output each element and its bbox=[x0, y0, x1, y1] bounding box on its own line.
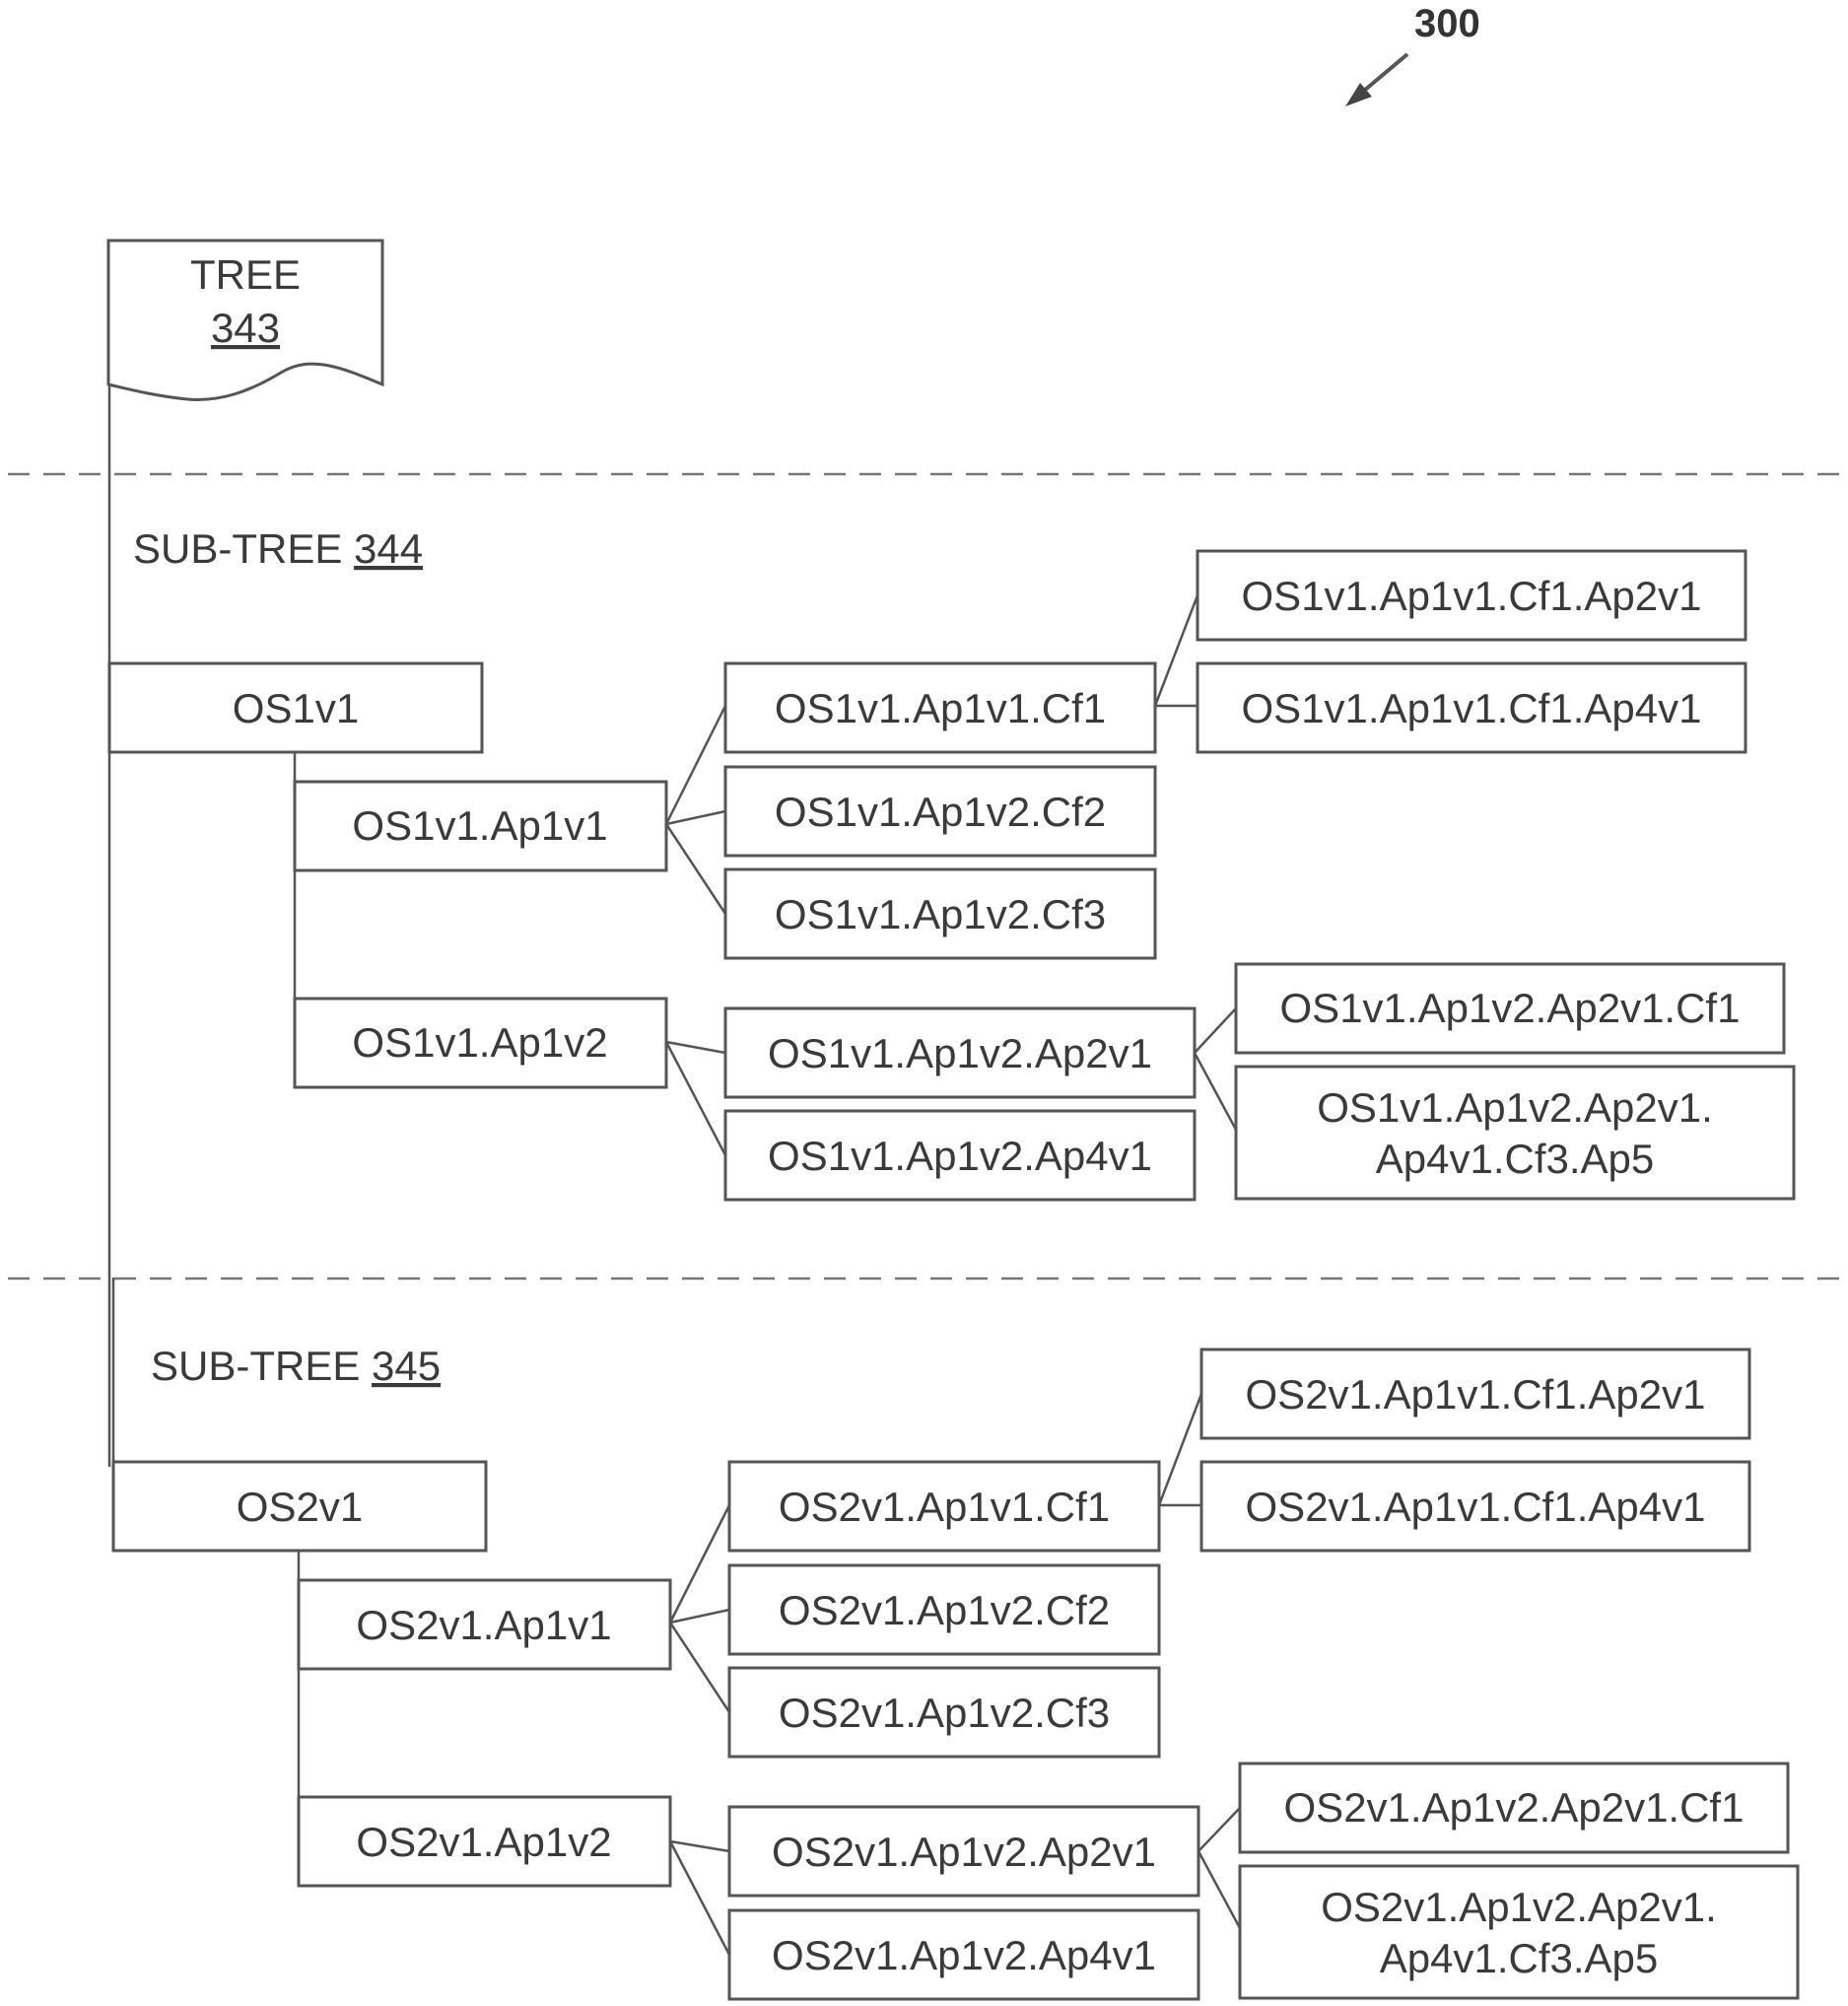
node-os2v1-ap1v2-cf3: OS2v1.Ap1v2.Cf3 bbox=[729, 1668, 1159, 1757]
tree-document-symbol: TREE 343 bbox=[108, 241, 382, 399]
tree-ref: 343 bbox=[211, 305, 280, 351]
svg-text:OS1v1.Ap1v1.Cf1.Ap2v1: OS1v1.Ap1v1.Cf1.Ap2v1 bbox=[1242, 573, 1702, 619]
svg-text:OS1v1: OS1v1 bbox=[233, 685, 359, 731]
svg-text:OS2v1.Ap1v2.Ap2v1: OS2v1.Ap1v2.Ap2v1 bbox=[772, 1829, 1156, 1875]
node-os2v1: OS2v1 bbox=[113, 1462, 486, 1551]
node-os2v1-ap1v1-cf1-ap2v1: OS2v1.Ap1v1.Cf1.Ap2v1 bbox=[1201, 1349, 1749, 1438]
subtree-label: SUB-TREE bbox=[133, 525, 342, 572]
node-os1v1-ap1v2-ap4v1: OS1v1.Ap1v2.Ap4v1 bbox=[725, 1111, 1195, 1200]
node-os1v1-ap1v1-cf1-ap4v1: OS1v1.Ap1v1.Cf1.Ap4v1 bbox=[1198, 663, 1745, 752]
node-os1v1-ap1v2-ap2v1: OS1v1.Ap1v2.Ap2v1 bbox=[725, 1008, 1195, 1097]
subtree-ref: 344 bbox=[354, 525, 423, 572]
node-os1v1-ap1v2: OS1v1.Ap1v2 bbox=[295, 999, 666, 1087]
svg-text:OS1v1.Ap1v2: OS1v1.Ap1v2 bbox=[352, 1019, 607, 1066]
svg-text:SUB-TREE 344: SUB-TREE 344 bbox=[133, 525, 423, 572]
svg-text:OS1v1.Ap1v1.Cf1.Ap4v1: OS1v1.Ap1v1.Cf1.Ap4v1 bbox=[1242, 685, 1702, 731]
tree-label: TREE bbox=[190, 251, 301, 298]
svg-text:OS2v1: OS2v1 bbox=[237, 1484, 363, 1530]
node-os2v1-ap1v2-ap4v1: OS2v1.Ap1v2.Ap4v1 bbox=[729, 1910, 1198, 1999]
node-os2v1-ap1v2-ap2v1-ap4v1-cf3-ap5: OS2v1.Ap1v2.Ap2v1.Ap4v1.Cf3.Ap5 bbox=[1240, 1866, 1798, 1998]
svg-text:OS2v1.Ap1v2.Cf3: OS2v1.Ap1v2.Cf3 bbox=[779, 1690, 1110, 1736]
node-os1v1-ap1v1-cf1-ap2v1: OS1v1.Ap1v1.Cf1.Ap2v1 bbox=[1198, 551, 1745, 640]
node-os1v1-ap1v1: OS1v1.Ap1v1 bbox=[295, 782, 666, 870]
node-os2v1-ap1v2-ap2v1: OS2v1.Ap1v2.Ap2v1 bbox=[729, 1807, 1198, 1896]
svg-text:SUB-TREE 345: SUB-TREE 345 bbox=[151, 1343, 441, 1389]
node-os2v1-ap1v2-ap2v1-cf1: OS2v1.Ap1v2.Ap2v1.Cf1 bbox=[1240, 1764, 1788, 1852]
node-os1v1: OS1v1 bbox=[109, 663, 482, 752]
svg-text:OS1v1.Ap1v2.Ap2v1: OS1v1.Ap1v2.Ap2v1 bbox=[768, 1030, 1152, 1076]
node-os1v1-ap1v2-ap2v1-cf1: OS1v1.Ap1v2.Ap2v1.Cf1 bbox=[1236, 964, 1784, 1053]
svg-text:OS2v1.Ap1v2: OS2v1.Ap1v2 bbox=[356, 1819, 611, 1865]
figure-number: 300 bbox=[1414, 2, 1480, 45]
svg-text:OS2v1.Ap1v1.Cf1: OS2v1.Ap1v1.Cf1 bbox=[779, 1484, 1110, 1530]
svg-text:OS2v1.Ap1v1: OS2v1.Ap1v1 bbox=[356, 1602, 611, 1648]
svg-text:OS2v1.Ap1v1.Cf1.Ap2v1: OS2v1.Ap1v1.Cf1.Ap2v1 bbox=[1246, 1371, 1706, 1418]
svg-text:OS1v1.Ap1v1: OS1v1.Ap1v1 bbox=[352, 802, 607, 849]
subtree-344-header: SUB-TREE 344 bbox=[133, 525, 423, 572]
node-os1v1-ap1v2-cf3: OS1v1.Ap1v2.Cf3 bbox=[725, 869, 1155, 958]
node-os2v1-ap1v2-cf2: OS2v1.Ap1v2.Cf2 bbox=[729, 1565, 1159, 1654]
node-os2v1-ap1v1-cf1-ap4v1: OS2v1.Ap1v1.Cf1.Ap4v1 bbox=[1201, 1462, 1749, 1551]
subtree-344: OS1v1 OS1v1.Ap1v1 OS1v1.Ap1v2 OS1v1.Ap1v… bbox=[109, 551, 1794, 1200]
svg-text:OS1v1.Ap1v2.Ap4v1: OS1v1.Ap1v2.Ap4v1 bbox=[768, 1133, 1152, 1179]
node-os2v1-ap1v1: OS2v1.Ap1v1 bbox=[299, 1580, 670, 1669]
svg-text:OS2v1.Ap1v1.Cf1.Ap4v1: OS2v1.Ap1v1.Cf1.Ap4v1 bbox=[1246, 1484, 1706, 1530]
svg-text:OS2v1.Ap1v2.Cf2: OS2v1.Ap1v2.Cf2 bbox=[779, 1587, 1110, 1633]
figure-arrow bbox=[1345, 54, 1407, 106]
svg-text:OS2v1.Ap1v2.Ap4v1: OS2v1.Ap1v2.Ap4v1 bbox=[772, 1932, 1156, 1978]
svg-text:OS2v1.Ap1v2.Ap2v1.Cf1: OS2v1.Ap1v2.Ap2v1.Cf1 bbox=[1284, 1784, 1745, 1831]
subtree-345: OS2v1 OS2v1.Ap1v1 OS2v1.Ap1v2 OS2v1.Ap1v… bbox=[113, 1349, 1798, 1999]
subtree-345-header: SUB-TREE 345 bbox=[151, 1343, 441, 1389]
svg-text:OS1v1.Ap1v2.Ap2v1.Cf1: OS1v1.Ap1v2.Ap2v1.Cf1 bbox=[1280, 985, 1741, 1031]
node-os1v1-ap1v1-cf1: OS1v1.Ap1v1.Cf1 bbox=[725, 663, 1155, 752]
node-os2v1-ap1v1-cf1: OS2v1.Ap1v1.Cf1 bbox=[729, 1462, 1159, 1551]
svg-text:OS1v1.Ap1v2.Cf3: OS1v1.Ap1v2.Cf3 bbox=[775, 891, 1106, 937]
node-os1v1-ap1v2-ap2v1-ap4v1-cf3-ap5: OS1v1.Ap1v2.Ap2v1.Ap4v1.Cf3.Ap5 bbox=[1236, 1067, 1794, 1199]
subtree-ref: 345 bbox=[372, 1343, 441, 1389]
subtree-label: SUB-TREE bbox=[151, 1343, 360, 1389]
svg-text:OS1v1.Ap1v2.Cf2: OS1v1.Ap1v2.Cf2 bbox=[775, 789, 1106, 835]
node-os1v1-ap1v2-cf2: OS1v1.Ap1v2.Cf2 bbox=[725, 767, 1155, 856]
svg-text:OS1v1.Ap1v1.Cf1: OS1v1.Ap1v1.Cf1 bbox=[775, 685, 1106, 731]
node-os2v1-ap1v2: OS2v1.Ap1v2 bbox=[299, 1797, 670, 1886]
